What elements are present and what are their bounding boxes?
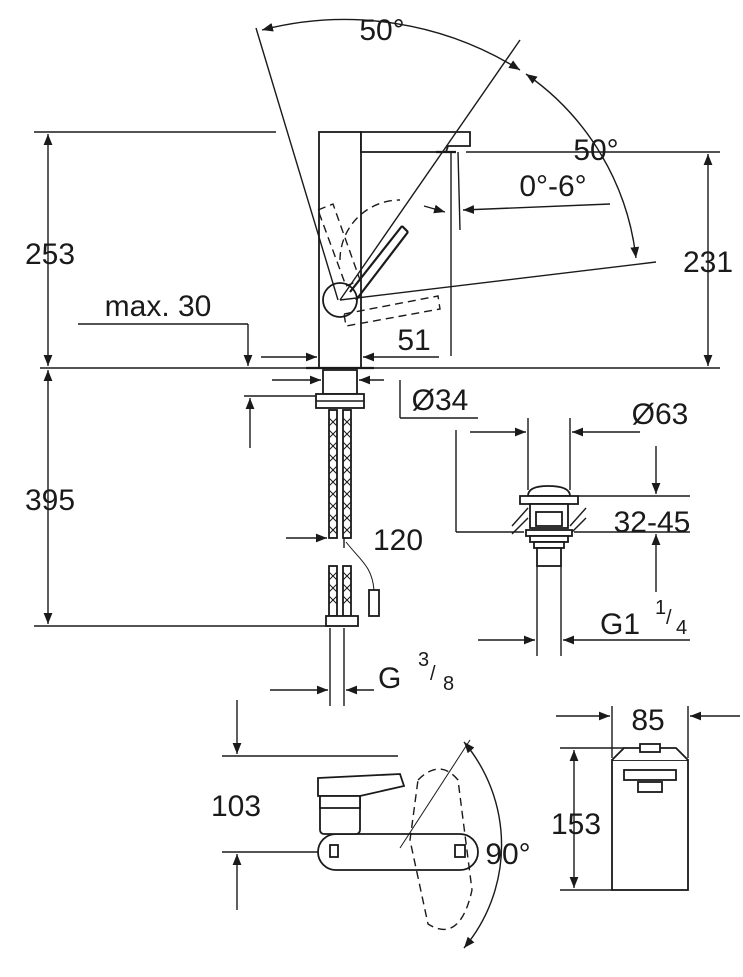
label-waste-range: 32-45 (614, 506, 691, 539)
brand-logo (637, 781, 663, 793)
mounting-shank (322, 369, 358, 395)
label-waste-thread-den: 4 (676, 617, 687, 639)
svg-text:/: / (430, 663, 436, 685)
svg-text:/: / (666, 607, 672, 629)
waste-drain-view (455, 418, 690, 656)
top-view-base (317, 833, 479, 871)
faucet-spout (360, 131, 471, 153)
label-base-width: 51 (397, 324, 430, 357)
dimension-labels: 50° 50° 0°-6° 253 231 max. 30 51 Ø34 395… (25, 14, 733, 871)
label-box-width: 85 (631, 704, 664, 737)
label-waste-diameter: Ø63 (632, 398, 689, 431)
control-cable (345, 541, 375, 591)
label-lever-height: 103 (211, 790, 261, 823)
label-hose-thread-den: 8 (443, 673, 454, 695)
label-angle-top: 50° (359, 14, 404, 47)
label-hose-thread: G (378, 662, 401, 695)
label-height-spout: 231 (683, 246, 733, 279)
label-lever-angle: 90° (485, 838, 530, 871)
label-tilt-range: 0°-6° (519, 170, 586, 203)
top-view-lever (317, 773, 406, 797)
drain-cap (527, 485, 571, 497)
hose-left (328, 409, 338, 539)
faucet-top-view (222, 700, 503, 949)
control-box-view (556, 706, 740, 891)
label-box-height: 153 (551, 808, 601, 841)
label-hole-diameter: Ø34 (412, 384, 469, 417)
label-max-thickness: max. 30 (105, 290, 212, 323)
label-height-total: 253 (25, 238, 75, 271)
label-angle-spout: 50° (573, 134, 618, 167)
label-hose-length: 120 (373, 524, 423, 557)
label-waste-thread: G1 (600, 608, 640, 641)
dimension-lines (34, 18, 720, 706)
lever-alt-position (317, 203, 361, 287)
faucet-side-view (306, 131, 471, 627)
label-hose-thread-num: 3 (418, 649, 429, 671)
hose-right (342, 409, 352, 539)
faucet-body (318, 131, 362, 369)
label-depth-below: 395 (25, 484, 75, 517)
label-waste-thread-num: 1 (655, 597, 666, 619)
